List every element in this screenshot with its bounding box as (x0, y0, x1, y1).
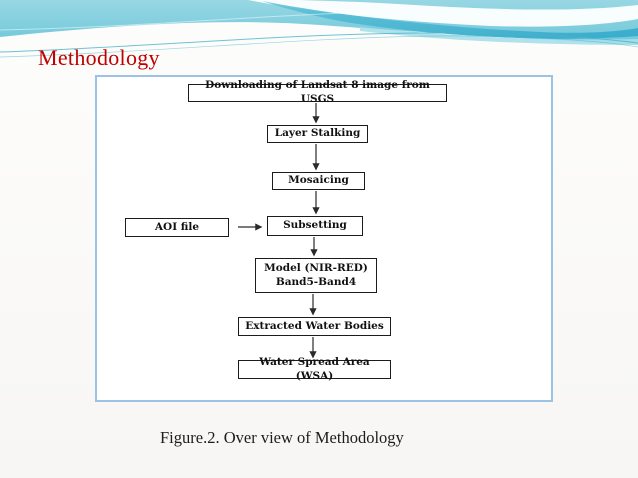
flow-node-label: Model (NIR-RED) Band5-Band4 (264, 261, 368, 288)
flow-node-aoi-file: AOI file (125, 218, 229, 237)
flow-node-extracted-water-bodies: Extracted Water Bodies (238, 317, 391, 336)
flow-node-label: AOI file (154, 220, 200, 233)
flow-node-water-spread-area: Water Spread Area (WSA) (238, 356, 391, 382)
flow-node-label: Mosaicing (288, 174, 349, 187)
flow-node-label: Layer Stalking (274, 127, 361, 140)
header-wave-decoration (0, 0, 638, 58)
page-title: Methodology (38, 45, 160, 70)
flow-node-label: Downloading of Landsat 8 image from USGS (205, 79, 430, 105)
flow-node-label: Subsetting (283, 219, 347, 232)
flow-node-layer-stacking: Layer Stalking (267, 125, 368, 143)
flow-node-model-nir-red: Model (NIR-RED) Band5-Band4 (255, 258, 377, 293)
flow-node-subsetting: Subsetting (267, 216, 363, 236)
flow-node-mosaicing: Mosaicing (272, 172, 365, 190)
flow-node-label: Water Spread Area (WSA) (259, 355, 370, 382)
flow-node-label: Extracted Water Bodies (245, 319, 384, 332)
figure-caption: Figure.2. Over view of Methodology (160, 428, 404, 447)
flow-node-download-landsat: Downloading of Landsat 8 image from USGS (188, 79, 447, 105)
